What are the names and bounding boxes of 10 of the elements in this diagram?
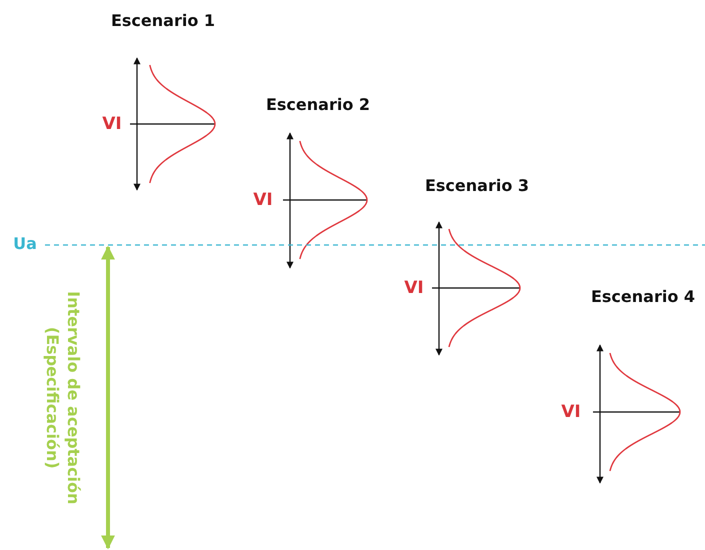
scenario-title: Escenario 1 <box>110 10 216 30</box>
scenario-title: Escenario 4 <box>590 286 696 306</box>
interval-label: Intervalo de aceptación (Especificación) <box>42 290 83 506</box>
value-label: VI <box>404 278 424 298</box>
scenario-title: Escenario 2 <box>266 94 370 114</box>
value-label: VI <box>253 190 273 210</box>
value-label: VI <box>561 402 581 422</box>
scenario-title: Escenario 3 <box>424 176 530 194</box>
value-label: VI <box>102 114 122 134</box>
limit-label: Ua <box>13 234 37 252</box>
